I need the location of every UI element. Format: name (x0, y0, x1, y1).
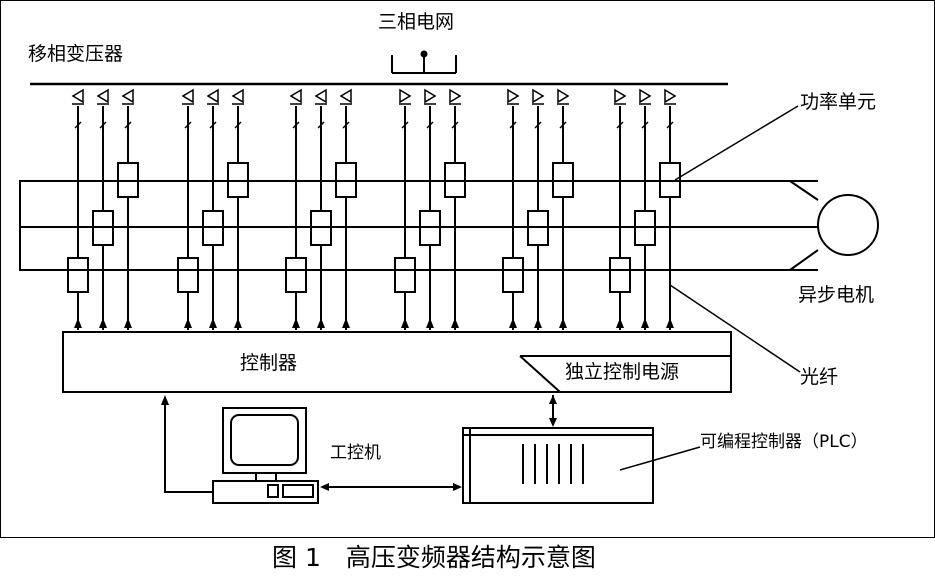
winding-icon (424, 88, 437, 104)
label-motor: 异步电机 (798, 284, 874, 306)
breaker-mark (99, 121, 107, 129)
fiber-arrow (209, 318, 217, 328)
winding-icon (507, 88, 520, 104)
winding-icon (664, 88, 677, 104)
power-unit-box (609, 257, 631, 293)
winding-icon (71, 88, 84, 104)
breaker-mark (559, 121, 567, 129)
breaker-mark (641, 121, 649, 129)
breaker-mark (616, 121, 624, 129)
continuation-dashes (305, 180, 430, 271)
fiber-arrow (451, 318, 459, 328)
power-unit-box (177, 257, 199, 293)
breaker-mark (184, 121, 192, 129)
winding-icon (289, 88, 302, 104)
fiber-arrow (74, 318, 82, 328)
label-controller: 控制器 (240, 352, 297, 374)
breaker-mark (209, 121, 217, 129)
label-power-supply: 独立控制电源 (565, 361, 679, 383)
fiber-arrow (124, 318, 132, 328)
output-phase-lines (19, 180, 818, 271)
power-unit-box (502, 257, 524, 293)
fiber-arrow (666, 318, 674, 328)
winding-icon (449, 88, 462, 104)
fiber-arrow (292, 318, 300, 328)
plc-box (462, 427, 654, 504)
winding-icon (181, 88, 194, 104)
winding-icon (639, 88, 652, 104)
power-unit-box (67, 257, 89, 293)
winding-icon (314, 88, 327, 104)
power-unit-box (285, 257, 307, 293)
fiber-arrow (234, 318, 242, 328)
transformer-secondaries (67, 88, 681, 330)
controller-ipc-link (164, 400, 213, 493)
breaker-mark (534, 121, 542, 129)
leader-lines (619, 105, 801, 471)
breaker-mark (317, 121, 325, 129)
winding-icon (557, 88, 570, 104)
breaker-mark (124, 121, 132, 129)
fiber-arrow (559, 318, 567, 328)
fiber-arrow (184, 318, 192, 328)
ipc-computer-icon (212, 407, 319, 504)
fiber-arrow (641, 318, 649, 328)
breaker-mark (451, 121, 459, 129)
label-fiber: 光纤 (800, 366, 838, 388)
label-grid: 三相电网 (378, 11, 454, 33)
power-unit-box (394, 257, 416, 293)
winding-icon (532, 88, 545, 104)
label-power-unit: 功率单元 (800, 91, 876, 113)
winding-icon (231, 88, 244, 104)
breaker-mark (74, 121, 82, 129)
figure-caption: 图 1 高压变频器结构示意图 (272, 543, 596, 572)
winding-icon (121, 88, 134, 104)
breaker-mark (509, 121, 517, 129)
breaker-mark (292, 121, 300, 129)
winding-icon (614, 88, 627, 104)
fiber-arrow (401, 318, 409, 328)
label-ipc: 工控机 (330, 443, 381, 463)
breaker-mark (342, 121, 350, 129)
motor-icon (817, 194, 879, 256)
breaker-mark (401, 121, 409, 129)
fiber-arrow (317, 318, 325, 328)
fiber-arrow (99, 318, 107, 328)
breaker-mark (666, 121, 674, 129)
grid-connection (391, 50, 457, 74)
controller-box (62, 331, 732, 393)
fiber-arrow (426, 318, 434, 328)
label-transformer: 移相变压器 (28, 43, 123, 65)
fiber-arrow (342, 318, 350, 328)
breaker-mark (234, 121, 242, 129)
fiber-arrow (616, 318, 624, 328)
fiber-arrow (509, 318, 517, 328)
fiber-arrow (534, 318, 542, 328)
winding-icon (339, 88, 352, 104)
winding-icon (399, 88, 412, 104)
label-plc: 可编程控制器（PLC） (700, 432, 868, 452)
breaker-mark (426, 121, 434, 129)
winding-icon (206, 88, 219, 104)
winding-icon (96, 88, 109, 104)
